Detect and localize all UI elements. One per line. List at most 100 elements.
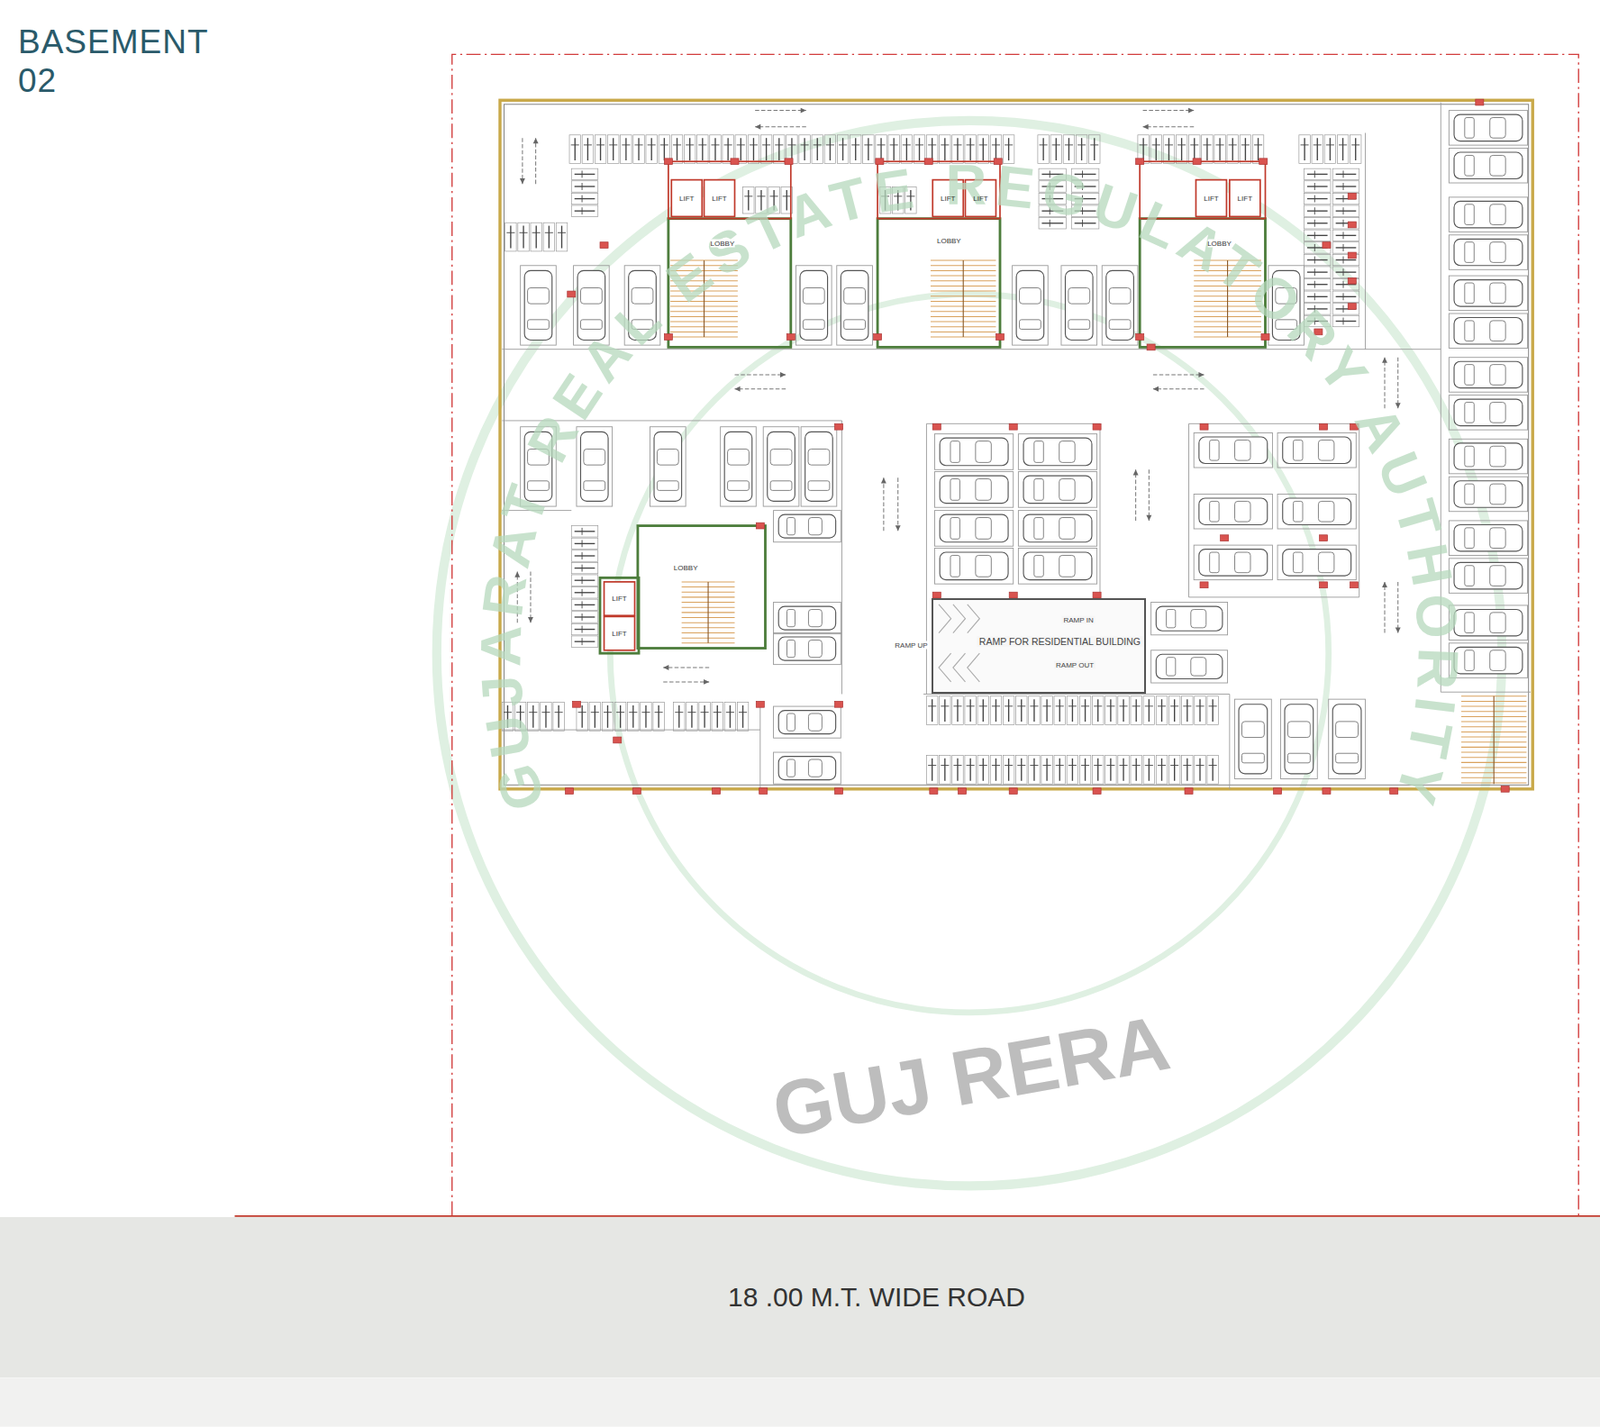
structural-column <box>600 242 609 249</box>
bike-handle <box>774 144 783 146</box>
bike-handle <box>1004 764 1013 766</box>
bike-handle <box>1195 705 1204 707</box>
bike-symbol <box>1109 699 1111 722</box>
exhaust-cutout <box>877 161 1000 219</box>
car-symbol <box>524 431 553 501</box>
car-windshield <box>975 478 991 500</box>
lobby-label-box: LOBBY <box>671 561 701 573</box>
bike-symbol <box>717 705 719 728</box>
car-rear-window <box>787 713 796 731</box>
lift-shaft <box>1195 180 1227 218</box>
bike-stall <box>743 187 755 214</box>
bike-symbol <box>1097 758 1099 782</box>
bike-symbol <box>574 185 596 187</box>
drive-line <box>1358 423 1360 598</box>
bike-symbol <box>607 705 609 728</box>
bike-handle <box>1326 144 1335 146</box>
bike-stall <box>900 135 912 164</box>
bike-stall <box>1304 192 1331 204</box>
bike-symbol <box>1055 137 1057 161</box>
bike-stall <box>540 702 552 732</box>
bike-handle <box>1182 764 1191 766</box>
bike-handle <box>915 144 924 146</box>
structural-column <box>1092 423 1101 430</box>
bike-handle <box>581 564 583 573</box>
bike-handle <box>1216 144 1225 146</box>
bike-handle <box>581 195 583 203</box>
ramp-up-label: RAMP UP <box>892 640 929 649</box>
traffic-arrow <box>517 572 519 624</box>
structural-column <box>1319 423 1328 430</box>
bike-handle <box>1081 170 1083 178</box>
traffic-arrow <box>735 373 787 375</box>
car-windshield <box>770 448 792 465</box>
structural-column <box>995 334 1004 341</box>
car-symbol <box>1023 514 1092 543</box>
bike-symbol <box>532 705 534 728</box>
bike-symbol <box>1059 758 1061 782</box>
car-rear-window <box>1464 242 1474 264</box>
bike-stall <box>527 702 539 732</box>
car-symbol <box>724 431 753 501</box>
car-windshield <box>808 639 822 657</box>
bike-stall <box>1089 135 1100 164</box>
arrow-head <box>1188 108 1194 114</box>
bike-handle <box>800 144 810 146</box>
structural-column <box>835 700 844 708</box>
bike-handle <box>1314 182 1316 191</box>
parking-stall <box>1151 602 1228 636</box>
bike-stall <box>1304 303 1331 315</box>
bike-stall <box>1079 696 1091 726</box>
bike-symbol <box>690 705 692 728</box>
bike-stall <box>1038 168 1067 180</box>
lift-label: LIFT <box>711 193 727 202</box>
bike-handle <box>1132 764 1141 766</box>
bike-handle <box>1017 705 1026 707</box>
bike-symbol <box>1084 699 1086 722</box>
parking-stall <box>1101 265 1138 346</box>
car-rear-window <box>1019 319 1042 330</box>
bike-handle <box>516 711 525 713</box>
bike-handle <box>1004 705 1013 707</box>
parking-stall <box>520 427 557 507</box>
bike-stall <box>1304 315 1331 327</box>
traffic-arrow <box>535 137 537 184</box>
structural-column <box>1319 581 1328 589</box>
bike-handle <box>1145 764 1154 766</box>
bike-handle <box>1055 705 1064 707</box>
bike-symbol <box>637 137 639 161</box>
parking-stall <box>773 633 842 665</box>
bike-symbol <box>1020 699 1022 722</box>
lift-shaft <box>604 581 636 616</box>
bike-symbol <box>995 758 997 782</box>
structural-column <box>993 158 1002 165</box>
parking-stall <box>1448 558 1528 594</box>
bike-handle <box>893 195 902 197</box>
bike-stall <box>1304 242 1331 254</box>
bike-symbol <box>995 699 997 722</box>
bike-handle <box>1055 764 1064 766</box>
bike-stall <box>1304 266 1331 278</box>
arrow-head <box>527 617 534 623</box>
bike-handle <box>1314 231 1316 239</box>
car-symbol <box>778 636 836 661</box>
car-symbol <box>1106 270 1135 340</box>
structural-column <box>1136 334 1145 341</box>
bike-handle <box>503 711 512 713</box>
car-symbol <box>1454 361 1523 388</box>
bike-handle <box>1152 144 1161 146</box>
bike-stall <box>671 135 682 164</box>
structural-column <box>613 736 622 744</box>
bike-symbol <box>742 705 744 728</box>
bike-symbol <box>1068 137 1070 161</box>
parking-stall <box>1277 545 1356 581</box>
bike-symbol <box>1074 198 1097 200</box>
bike-handle <box>1177 144 1186 146</box>
bike-handle <box>1043 764 1052 766</box>
parking-stall <box>773 706 842 738</box>
lift-label: LIFT <box>611 594 627 603</box>
bike-handle <box>1157 705 1166 707</box>
bike-symbol <box>1317 137 1319 161</box>
car-symbol <box>524 270 553 340</box>
car-symbol <box>654 431 682 501</box>
